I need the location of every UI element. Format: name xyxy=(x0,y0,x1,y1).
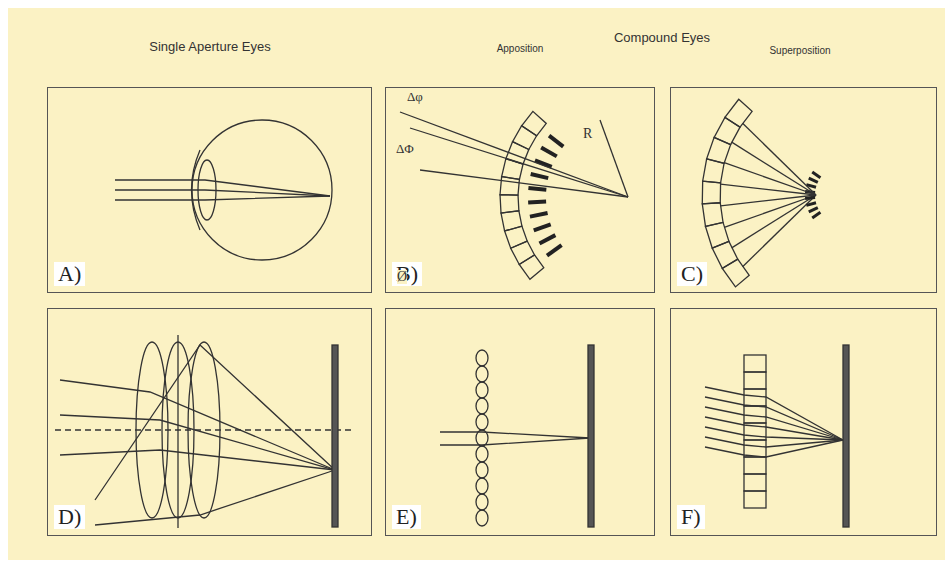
panel-letter: C) xyxy=(677,262,707,286)
heading-label: Superposition xyxy=(769,46,830,56)
heading-label: Single Aperture Eyes xyxy=(149,40,270,53)
panel-letter: E) xyxy=(392,505,421,529)
symbol-label: Δφ xyxy=(407,90,423,103)
symbol-label: Ø xyxy=(397,270,407,284)
heading-label: Apposition xyxy=(497,44,544,54)
heading-label: Compound Eyes xyxy=(614,31,710,44)
eye-panel: A) xyxy=(47,87,372,293)
background-panel xyxy=(8,8,945,560)
panel-letter: A) xyxy=(54,262,85,286)
symbol-label: ΔΦ xyxy=(396,142,414,155)
symbol-label: R xyxy=(583,127,592,141)
eye-panel: C) xyxy=(670,87,937,293)
panel-letter: D) xyxy=(54,505,85,529)
eye-panel: D) xyxy=(47,308,372,536)
eye-panel: B) xyxy=(385,87,655,293)
panel-letter: F) xyxy=(677,505,705,529)
eye-panel: F) xyxy=(670,308,937,536)
eye-panel: E) xyxy=(385,308,655,536)
